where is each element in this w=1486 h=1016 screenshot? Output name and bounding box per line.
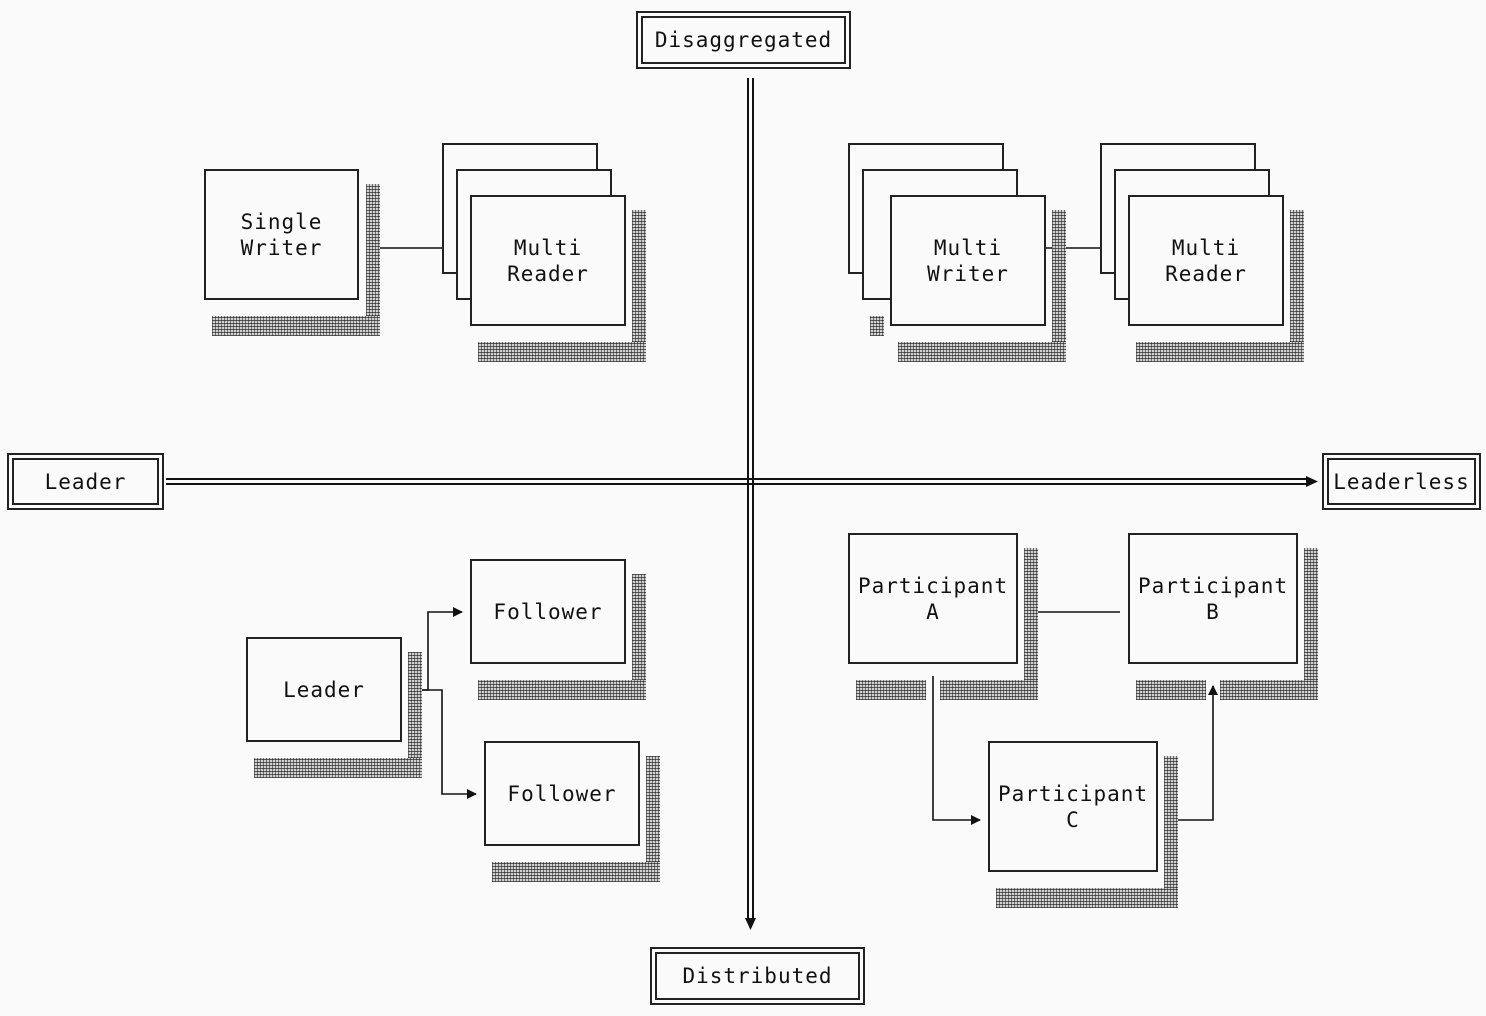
axis-label-distributed: Distributed bbox=[650, 947, 865, 1005]
box-shadow bbox=[1136, 342, 1304, 362]
box-shadow bbox=[632, 574, 646, 680]
box-shadow bbox=[366, 184, 380, 316]
axis-label-disaggregated: Disaggregated bbox=[636, 11, 851, 69]
horizontal-axis bbox=[166, 476, 1318, 487]
arrow-leader-to-follower-bottom bbox=[408, 689, 477, 799]
box-shadow bbox=[408, 652, 422, 758]
participant-a-box: Participant A bbox=[848, 533, 1018, 664]
box-shadow bbox=[1136, 680, 1206, 700]
box-shadow bbox=[1220, 680, 1318, 700]
box-shadow bbox=[478, 680, 646, 700]
axis-label-leader: Leader bbox=[7, 453, 164, 510]
participant-c-box: Participant C bbox=[988, 741, 1158, 872]
single-writer-box: Single Writer bbox=[204, 169, 359, 300]
leader-box: Leader bbox=[246, 637, 402, 742]
box-shadow bbox=[646, 756, 660, 862]
follower-top-box: Follower bbox=[470, 559, 626, 664]
axis-label-leaderless: Leaderless bbox=[1322, 453, 1481, 510]
box-shadow bbox=[898, 342, 1066, 362]
box-shadow bbox=[940, 680, 1038, 700]
box-shadow bbox=[870, 316, 884, 336]
box-shadow bbox=[1052, 210, 1066, 342]
multi-reader-box: Multi Reader bbox=[470, 195, 626, 326]
arrow-c-to-b bbox=[1164, 685, 1218, 821]
box-shadow bbox=[1164, 756, 1178, 888]
box-shadow bbox=[1290, 210, 1304, 342]
box-shadow bbox=[212, 316, 380, 336]
multi-writer-box: Multi Writer bbox=[890, 195, 1046, 326]
vertical-axis bbox=[745, 78, 756, 930]
follower-bottom-box: Follower bbox=[484, 741, 640, 846]
arrow-a-to-c bbox=[932, 676, 981, 825]
multi-reader-box: Multi Reader bbox=[1128, 195, 1284, 326]
box-shadow bbox=[856, 680, 926, 700]
axis-arrow-down-icon bbox=[745, 918, 756, 930]
box-shadow bbox=[1024, 548, 1038, 680]
box-shadow bbox=[254, 758, 422, 778]
box-shadow bbox=[492, 862, 660, 882]
box-shadow bbox=[478, 342, 646, 362]
axis-arrow-right-icon bbox=[1306, 476, 1318, 487]
participant-b-box: Participant B bbox=[1128, 533, 1298, 664]
box-shadow bbox=[632, 210, 646, 342]
box-shadow bbox=[1304, 548, 1318, 680]
box-shadow bbox=[996, 888, 1178, 908]
